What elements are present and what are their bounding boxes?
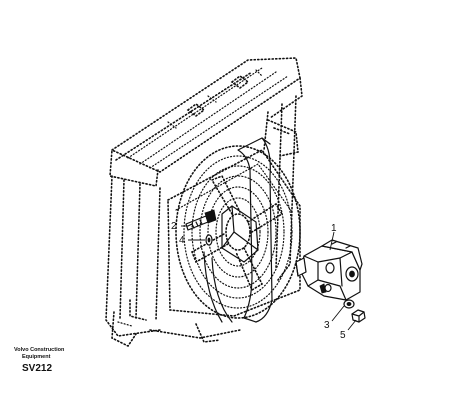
callout-1: 1 [331, 223, 337, 234]
callout-3: 3 [324, 320, 330, 331]
nut-5 [351, 309, 366, 323]
callout-4: 4 [179, 235, 185, 246]
manufacturer-line-2: Equipment [22, 354, 51, 360]
leader-lines [181, 225, 357, 331]
cooling-fan [175, 145, 301, 319]
drawing-code: SV212 [22, 363, 52, 374]
manufacturer-line-1: Volvo Construction [14, 347, 65, 353]
hydraulic-motor [295, 239, 363, 301]
callout-5: 5 [340, 330, 346, 341]
fan-guard-bracket [203, 137, 273, 323]
radiator-frame [105, 57, 303, 348]
callout-2: 2 [171, 221, 177, 232]
bolt-2 [185, 209, 217, 231]
washer-4 [205, 234, 213, 246]
washer-3 [343, 299, 355, 309]
